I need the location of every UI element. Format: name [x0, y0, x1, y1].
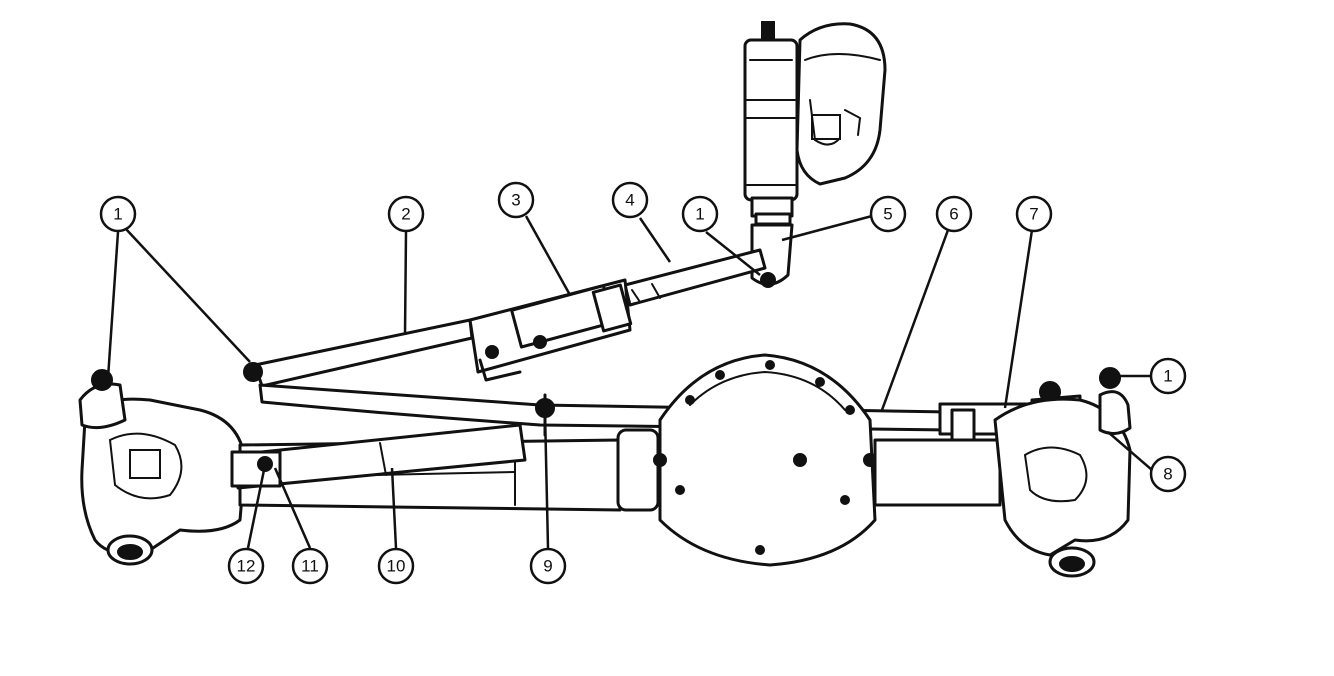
callout-7: 7: [1015, 195, 1053, 233]
svg-text:6: 6: [949, 205, 958, 224]
svg-text:2: 2: [401, 205, 410, 224]
svg-text:12: 12: [237, 557, 256, 576]
drag-link-nut: [243, 362, 263, 382]
callout-9: 9: [529, 547, 567, 585]
steering-damper-clamp: [468, 278, 633, 382]
callout-6: 6: [935, 195, 973, 233]
svg-text:8: 8: [1163, 465, 1172, 484]
steering-gear: [743, 21, 887, 288]
callout-10: 10: [377, 547, 415, 585]
svg-text:7: 7: [1029, 205, 1038, 224]
callout-3: 3: [497, 181, 535, 219]
svg-text:1: 1: [695, 205, 704, 224]
svg-text:5: 5: [883, 205, 892, 224]
callout-11: 11: [291, 547, 329, 585]
callout-12: 12: [227, 547, 265, 585]
svg-text:9: 9: [543, 557, 552, 576]
callout-1: 1: [99, 195, 137, 233]
svg-text:1: 1: [1163, 367, 1172, 386]
callout-5: 5: [869, 195, 907, 233]
svg-text:10: 10: [387, 557, 406, 576]
svg-text:4: 4: [625, 191, 634, 210]
callout-1-right: 1: [1149, 357, 1187, 395]
leader-lines: [106, 214, 1153, 549]
callout-8: 8: [1149, 455, 1187, 493]
callout-2: 2: [387, 195, 425, 233]
svg-text:11: 11: [301, 557, 319, 576]
callout-1-pitman: 1: [681, 195, 719, 233]
svg-text:3: 3: [511, 191, 520, 210]
callout-4: 4: [611, 181, 649, 219]
svg-text:1: 1: [113, 205, 122, 224]
